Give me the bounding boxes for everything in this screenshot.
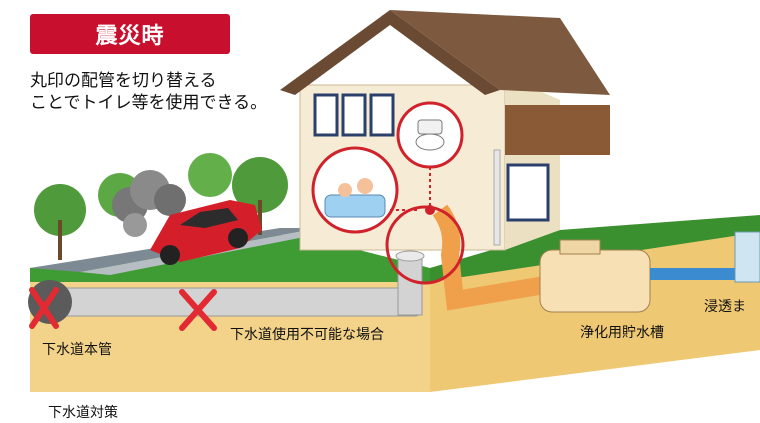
cross-mark-main-sewer <box>29 287 59 329</box>
bathtub-icon <box>324 178 386 218</box>
trees <box>34 153 288 260</box>
smoke-cloud <box>112 170 186 237</box>
description: 丸印の配管を切り替える ことでトイレ等を使用できる。 <box>30 70 267 114</box>
balcony <box>505 105 610 155</box>
label-infiltration: 浸透ま <box>704 299 746 315</box>
label-sewer-unusable: 下水道使用不可能な場合 <box>230 327 384 343</box>
switch-point <box>425 205 435 215</box>
disaster-badge: 震災時 <box>30 14 230 54</box>
toilet-icon <box>415 119 445 151</box>
description-line-2: ことでトイレ等を使用できる。 <box>30 93 268 113</box>
blue-pipe <box>650 231 760 283</box>
description-line-1: 丸印の配管を切り替える <box>30 71 217 91</box>
septic-tank <box>539 239 651 313</box>
roof-side <box>390 10 610 95</box>
roof <box>280 10 500 95</box>
diagram-caption: 下水道対策 <box>48 405 118 421</box>
label-main-sewer: 下水道本管 <box>42 342 112 358</box>
orange-pipe <box>432 204 547 311</box>
crashed-car <box>150 200 262 265</box>
downspout <box>493 149 501 246</box>
house-windows <box>313 93 550 222</box>
label-septic-tank: 浄化用貯水槽 <box>580 325 664 341</box>
cross-mark-pipe <box>179 289 217 331</box>
